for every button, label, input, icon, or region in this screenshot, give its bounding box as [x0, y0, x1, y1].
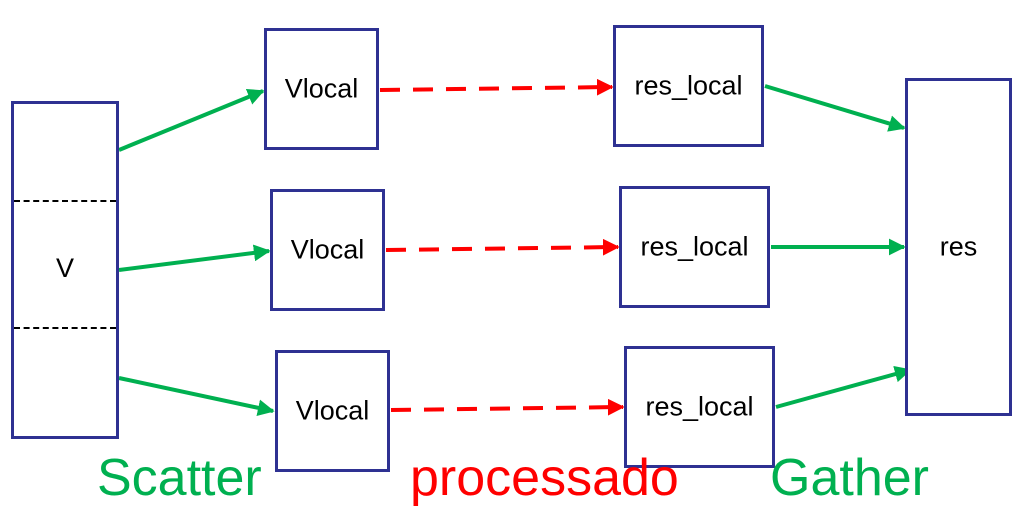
scatter-arrow-3 — [118, 376, 275, 417]
scatter-gather-diagram: V Vlocal Vlocal Vlocal res_local res_loc… — [11, 25, 1012, 504]
v-divider-top — [14, 200, 116, 202]
vlocal-box-3: Vlocal — [275, 350, 390, 472]
res-local-label: res_local — [634, 70, 743, 101]
res-local-box-2: res_local — [619, 186, 770, 308]
vlocal-label: Vlocal — [284, 73, 359, 104]
process-arrow-1 — [379, 78, 614, 96]
caption-process: processado — [410, 449, 679, 507]
res-local-label: res_local — [645, 391, 754, 422]
vlocal-box-1: Vlocal — [264, 28, 379, 150]
caption-gather: Gather — [770, 449, 929, 507]
res-local-label: res_local — [640, 231, 749, 262]
v-block — [11, 101, 119, 439]
scatter-arrow-2 — [118, 244, 271, 272]
res-local-box-1: res_local — [613, 25, 764, 147]
v-divider-bottom — [14, 327, 116, 329]
vlocal-label: Vlocal — [295, 395, 370, 426]
res-block: res — [905, 78, 1012, 416]
process-arrow-2 — [385, 238, 620, 256]
caption-scatter: Scatter — [97, 449, 262, 507]
vlocal-box-2: Vlocal — [270, 189, 385, 311]
vlocal-label: Vlocal — [290, 234, 365, 265]
res-label: res — [939, 231, 978, 262]
scatter-arrow-1 — [118, 88, 265, 152]
res-local-box-3: res_local — [624, 346, 775, 468]
process-arrow-3 — [390, 398, 625, 416]
gather-arrow-3 — [775, 365, 912, 409]
gather-arrow-1 — [764, 84, 906, 132]
arrows-layer — [118, 78, 912, 417]
v-label: V — [55, 253, 74, 283]
